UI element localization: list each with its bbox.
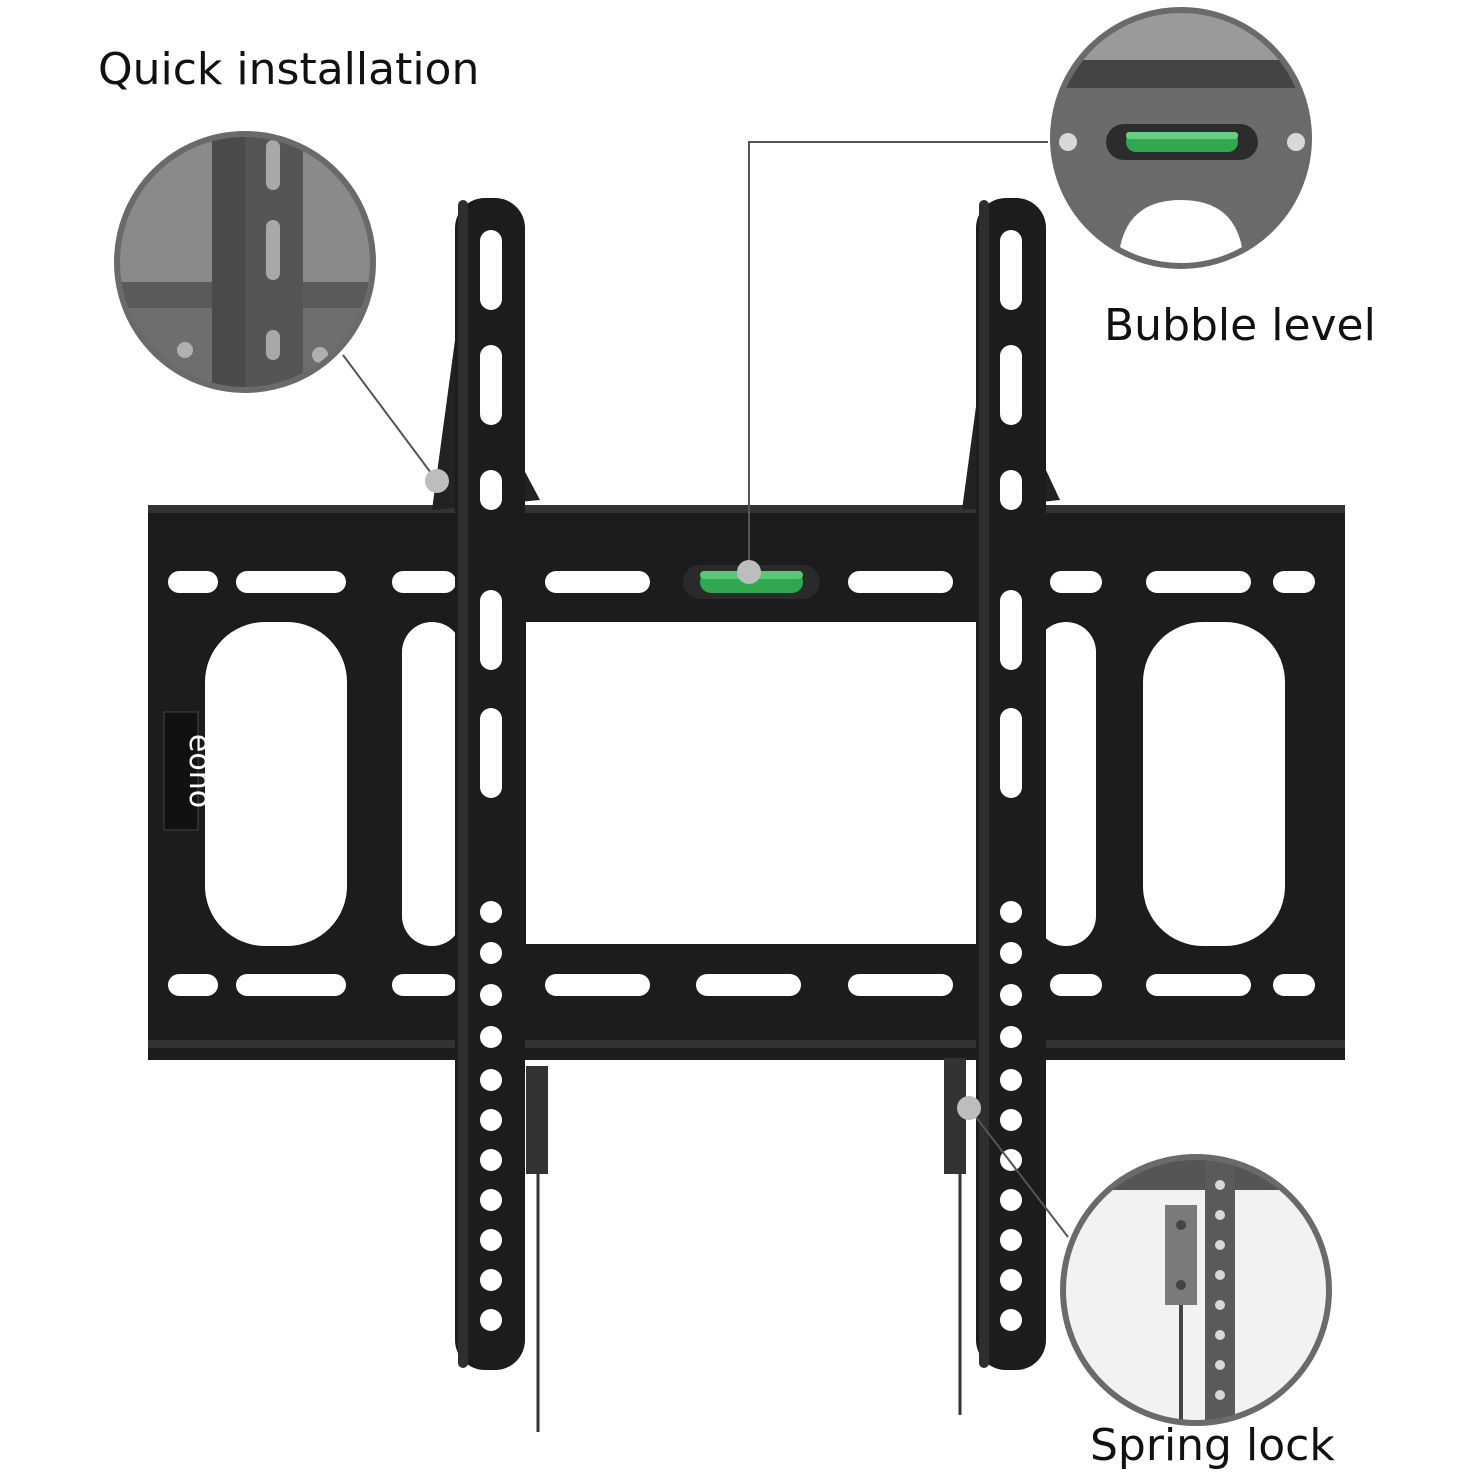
spring-lock-label: Spring lock [1090, 1420, 1335, 1471]
quick-install-detail [114, 131, 376, 393]
bubble-level-detail [1050, 7, 1312, 269]
quick-install-marker [425, 469, 449, 493]
spring-lock-marker [957, 1096, 981, 1120]
brand-logo-text: eono [182, 734, 217, 808]
right-vertical-arm [944, 198, 1046, 1415]
left-vertical-arm [455, 198, 548, 1432]
bubble-level-label: Bubble level [1104, 300, 1376, 351]
bubble-level-marker [737, 560, 761, 584]
brand-logo: eono [163, 711, 217, 831]
callout-lines [342, 141, 1069, 1238]
callout-markers [425, 469, 981, 1120]
quick-installation-label: Quick installation [98, 44, 480, 95]
spring-lock-detail [1060, 1154, 1332, 1426]
